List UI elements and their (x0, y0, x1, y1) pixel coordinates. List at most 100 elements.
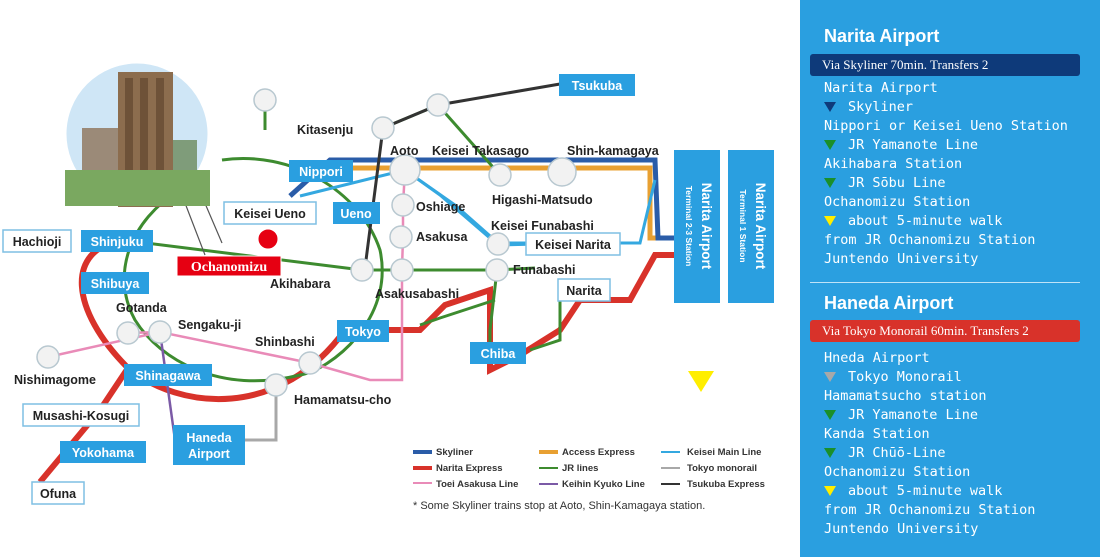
label-sengakuji: Sengaku-ji (178, 318, 241, 332)
narita-route-bar[interactable]: Via Skyliner 70min. Transfers 2 (810, 54, 1080, 76)
svg-text:Access Express: Access Express (562, 447, 635, 458)
station-box-narita[interactable]: Narita (557, 278, 611, 302)
narita-step: JR Yamanote Line (824, 136, 1068, 155)
haneda-step: Tokyo Monorail (824, 368, 1035, 387)
station-box-ofuna[interactable]: Ofuna (31, 481, 85, 505)
narita-step: JR Sōbu Line (824, 174, 1068, 193)
station-box-ueno[interactable]: Ueno (333, 202, 380, 224)
narita-title: Narita Airport (824, 26, 940, 46)
svg-text:Nippori: Nippori (299, 165, 343, 179)
svg-text:Tsukuba Express: Tsukuba Express (687, 479, 765, 490)
svg-text:Keihin Kyuko Line: Keihin Kyuko Line (562, 479, 645, 490)
haneda-step: JR Chūō-Line (824, 444, 1035, 463)
down-arrow-icon (824, 448, 836, 458)
down-arrow-icon (824, 216, 836, 226)
station-box-nippori[interactable]: Nippori (289, 160, 353, 182)
label-hamamatsucho: Hamamatsu-cho (294, 393, 392, 407)
svg-text:Tokyo: Tokyo (345, 325, 381, 339)
svg-text:Keisei Ueno: Keisei Ueno (234, 207, 306, 221)
svg-text:Chiba: Chiba (481, 347, 517, 361)
haneda-title: Haneda Airport (824, 293, 954, 313)
label-higashi-matsudo: Higashi-Matsudo (492, 193, 593, 207)
svg-text:Yokohama: Yokohama (72, 446, 135, 460)
station-box-keisei-narita[interactable]: Keisei Narita (525, 232, 621, 256)
yellow-triangle-icon (688, 371, 714, 392)
station-nodes (36, 88, 577, 397)
label-aoto: Aoto (390, 144, 419, 158)
haneda-steps: Hneda Airport Tokyo Monorail Hamamatsuch… (824, 349, 1035, 539)
tokyo-monorail-line (245, 385, 278, 442)
narita-step: Narita Airport (824, 80, 938, 96)
station-box-tsukuba[interactable]: Tsukuba (559, 74, 635, 96)
svg-text:Musashi-Kosugi: Musashi-Kosugi (33, 409, 130, 423)
svg-text:Tsukuba: Tsukuba (572, 79, 624, 93)
svg-text:Skyliner: Skyliner (436, 447, 473, 458)
narita-step: about 5-minute walk (824, 212, 1068, 231)
station-box-shinagawa[interactable]: Shinagawa (124, 364, 212, 386)
down-arrow-icon (824, 372, 836, 382)
label-shinbashi: Shinbashi (255, 335, 315, 349)
svg-text:Narita Express: Narita Express (436, 463, 503, 474)
svg-text:Haneda: Haneda (186, 431, 232, 445)
station-box-yokohama[interactable]: Yokohama (60, 441, 146, 463)
university-photo (63, 60, 223, 256)
station-box-haneda-airport[interactable]: Haneda Airport (173, 425, 245, 465)
station-box-chiba[interactable]: Chiba (470, 342, 526, 364)
haneda-step: from JR Ochanomizu Station (824, 502, 1036, 518)
svg-text:Shinjuku: Shinjuku (91, 235, 144, 249)
svg-text:Terminal 2·3 Station: Terminal 2·3 Station (684, 186, 694, 267)
narita-step: Akihabara Station (824, 156, 963, 172)
haneda-step: Ochanomizu Station (824, 464, 971, 480)
svg-text:Ochanomizu: Ochanomizu (191, 260, 267, 275)
station-box-ochanomizu[interactable]: Ochanomizu (176, 255, 282, 277)
legend: Skyliner Narita Express Toei Asakusa Lin… (413, 447, 765, 490)
terminal-2-3-box[interactable]: Narita Airport Terminal 2·3 Station (674, 150, 720, 303)
down-arrow-icon (824, 178, 836, 188)
label-gotanda: Gotanda (116, 301, 168, 315)
svg-text:Shibuya: Shibuya (91, 277, 141, 291)
down-arrow-icon (824, 140, 836, 150)
down-arrow-icon (824, 410, 836, 420)
narita-step: Ochanomizu Station (824, 194, 971, 210)
route-panel: Narita Airport Via Skyliner 70min. Trans… (800, 0, 1100, 557)
svg-text:Toei Asakusa Line: Toei Asakusa Line (436, 479, 518, 490)
svg-text:JR lines: JR lines (562, 463, 598, 474)
station-box-musashi-kosugi[interactable]: Musashi-Kosugi (22, 403, 140, 427)
narita-step: Juntendo University (824, 251, 979, 267)
svg-text:Narita: Narita (566, 284, 602, 298)
svg-text:Shinagawa: Shinagawa (135, 369, 201, 383)
svg-text:Keisei Main Line: Keisei Main Line (687, 447, 761, 458)
label-oshiage: Oshiage (416, 200, 465, 214)
ochanomizu-marker[interactable] (257, 228, 279, 250)
haneda-route-bar[interactable]: Via Tokyo Monorail 60min. Transfers 2 (810, 320, 1080, 342)
station-box-shibuya[interactable]: Shibuya (81, 272, 149, 294)
station-box-hachioji[interactable]: Hachioji (2, 229, 72, 253)
narita-step: Skyliner (824, 98, 1068, 117)
svg-text:Tokyo monorail: Tokyo monorail (687, 463, 757, 474)
haneda-step: about 5-minute walk (824, 482, 1035, 501)
narita-steps: Narita Airport Skyliner Nippori or Keise… (824, 79, 1068, 269)
label-akihabara: Akihabara (270, 277, 331, 291)
haneda-step: JR Yamanote Line (824, 406, 1035, 425)
svg-text:Ueno: Ueno (340, 207, 372, 221)
station-box-tokyo[interactable]: Tokyo (337, 320, 389, 342)
svg-text:Narita Airport: Narita Airport (699, 183, 714, 270)
station-box-keisei-ueno[interactable]: Keisei Ueno (223, 201, 317, 225)
narita-step: Nippori or Keisei Ueno Station (824, 118, 1068, 134)
haneda-step: Kanda Station (824, 426, 930, 442)
narita-step: from JR Ochanomizu Station (824, 232, 1036, 248)
label-asakusa: Asakusa (416, 230, 468, 244)
label-shin-kamagaya: Shin-kamagaya (567, 144, 660, 158)
station-box-shinjuku[interactable]: Shinjuku (81, 230, 153, 252)
terminal-1-box[interactable]: Narita Airport Terminal 1 Station (728, 150, 774, 303)
panel-divider (810, 282, 1080, 283)
label-keisei-takasago: Keisei Takasago (432, 144, 529, 158)
down-arrow-icon (824, 486, 836, 496)
svg-text:Hachioji: Hachioji (13, 235, 62, 249)
svg-text:Keisei Narita: Keisei Narita (535, 238, 612, 252)
svg-text:Narita Airport: Narita Airport (753, 183, 768, 270)
label-asakusabashi: Asakusabashi (375, 287, 459, 301)
down-arrow-icon (824, 102, 836, 112)
label-keisei-funabashi: Keisei Funabashi (491, 219, 594, 233)
tsukuba-express-line (363, 82, 561, 269)
